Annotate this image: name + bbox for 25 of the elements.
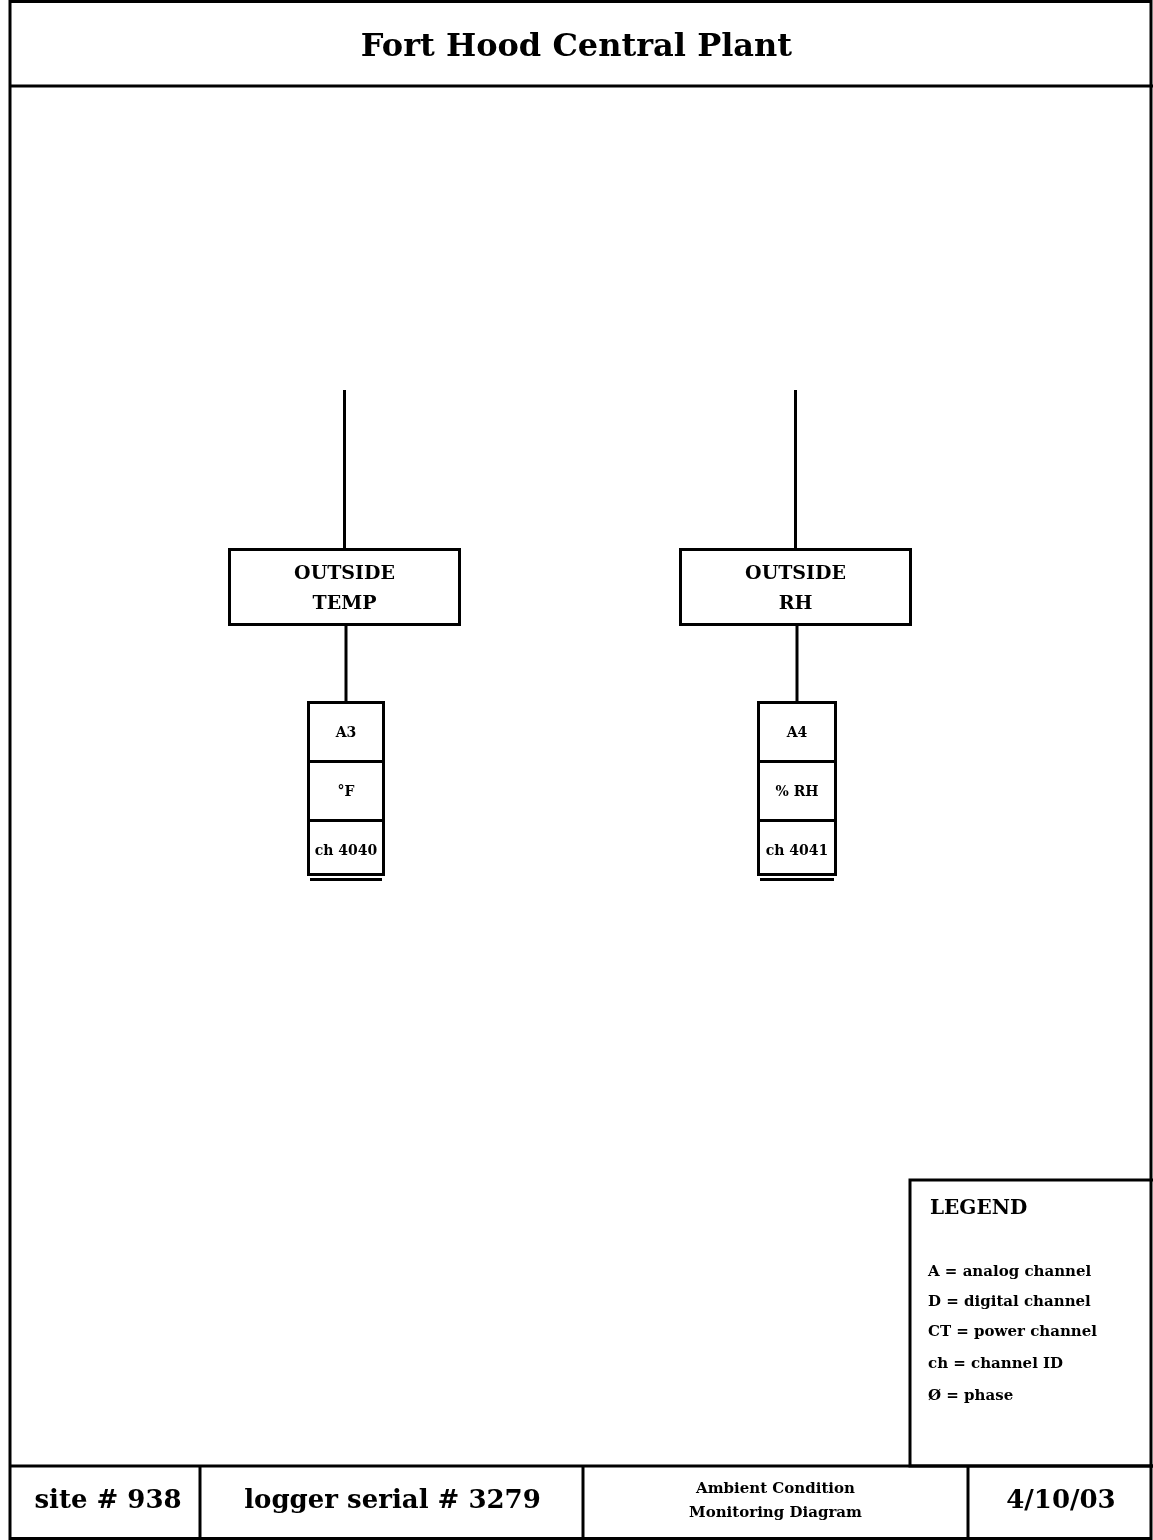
- sensor-label: OUTSIDE TEMP: [293, 560, 396, 615]
- connector-line: [344, 626, 348, 701]
- legend-entry: CT = power channel: [928, 1322, 1097, 1340]
- drawing-title: Ambient Condition Monitoring Diagram: [688, 1478, 863, 1523]
- legend-entry: ch = channel ID: [928, 1354, 1064, 1372]
- title: Fort Hood Central Plant: [359, 26, 794, 64]
- connector-line: [794, 390, 797, 548]
- site-number: site # 938: [33, 1484, 183, 1514]
- channel-cell: ch 4041: [760, 822, 834, 881]
- channel-cell: °F: [310, 763, 382, 822]
- channel-cell: A3: [310, 704, 382, 763]
- legend-entry: D = digital channel: [928, 1292, 1091, 1310]
- sensor-label: OUTSIDE RH: [744, 560, 847, 615]
- logger-serial: logger serial # 3279: [243, 1484, 542, 1514]
- sensor-box: [679, 548, 912, 626]
- connector-line: [795, 626, 799, 701]
- channel-cell: ch 4040: [310, 822, 382, 881]
- legend-entry: Ø = phase: [928, 1386, 1014, 1404]
- legend-heading: LEGEND: [930, 1195, 1028, 1219]
- sensor-box: [228, 548, 461, 626]
- drawing-date: 4/10/03: [1005, 1484, 1117, 1514]
- channel-cell: A4: [760, 704, 834, 763]
- legend-entry: A = analog channel: [928, 1262, 1092, 1280]
- channel-cell: % RH: [760, 763, 834, 822]
- connector-line: [343, 390, 346, 548]
